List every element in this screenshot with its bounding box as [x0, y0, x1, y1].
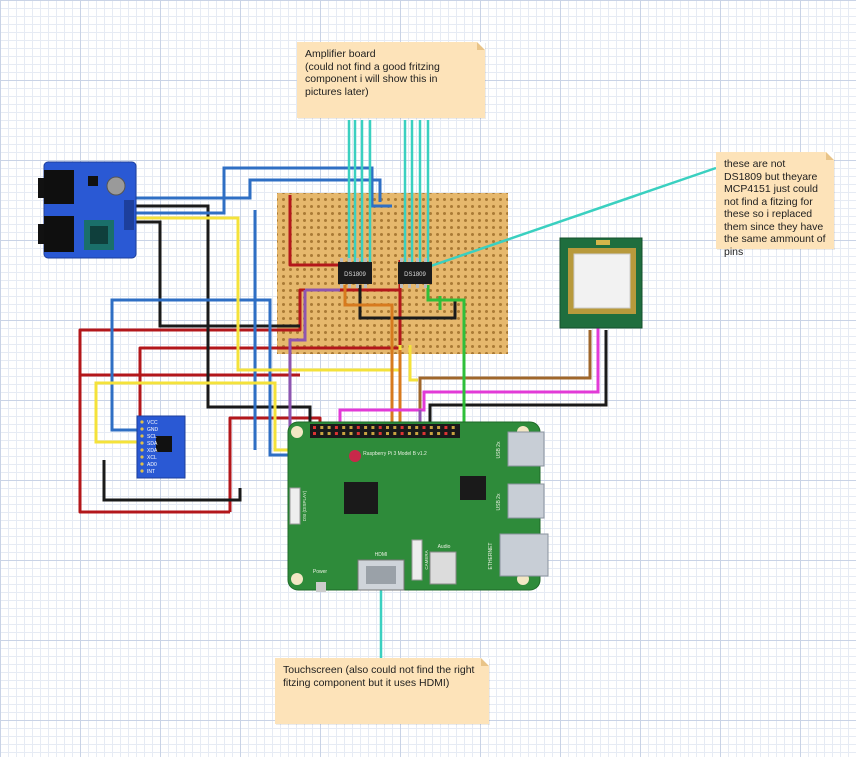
gpio-pin — [371, 432, 375, 435]
gpio-pin — [378, 426, 382, 429]
wires-green — [426, 285, 466, 430]
ethernet-label: ETHERNET — [488, 543, 494, 570]
gpio-pin — [407, 426, 411, 429]
gpio-pin — [334, 426, 338, 429]
gpio-pin — [342, 432, 346, 435]
imu-pin-int: INT — [147, 469, 155, 475]
imu-pin-dot — [140, 462, 144, 466]
imu-pin-scl: SCL — [147, 434, 157, 440]
hdmi-label: HDMI — [375, 552, 388, 558]
imu-pin-dot — [140, 455, 144, 459]
imu-pin-gnd: GND — [147, 427, 159, 433]
gpio-pin — [371, 426, 375, 429]
gpio-pin — [407, 432, 411, 435]
power-label: Power — [313, 569, 328, 575]
usb2-label: USB 2x — [496, 493, 502, 510]
gpio-pin — [429, 426, 433, 429]
gpio-pin — [415, 426, 419, 429]
imu-pin-dot — [140, 441, 144, 445]
gpio-pin — [451, 426, 455, 429]
imu-pin-sda: SDA — [147, 441, 158, 447]
imu-pin-dot — [140, 434, 144, 438]
audio-label: Audio — [438, 544, 451, 550]
imu-pin-dot — [140, 420, 144, 424]
gpio-pin — [400, 426, 404, 429]
gpio-pin — [437, 426, 441, 429]
imu-pin-dot — [140, 427, 144, 431]
note-touchscreen: Touchscreen (also could not find the rig… — [275, 658, 489, 724]
gpio-pin — [356, 432, 360, 435]
imu-pin-dot — [140, 448, 144, 452]
gpio-pin — [422, 432, 426, 435]
gpio-pin — [320, 426, 324, 429]
gpio-pin — [342, 426, 346, 429]
gpio-pin — [386, 432, 389, 435]
gpio-pin — [327, 426, 331, 429]
imu-pin-dot — [140, 469, 144, 473]
rpi-board-name: Raspberry Pi 3 Model B v1.2 — [363, 451, 427, 457]
gpio-pin — [349, 426, 353, 429]
gpio-pin — [393, 432, 397, 435]
gpio-pin — [313, 432, 316, 435]
note-amplifier: Amplifier board (could not find a good f… — [297, 42, 485, 118]
gpio-pin — [415, 432, 419, 435]
note-digipot: these are not DS1809 but theyare MCP4151… — [716, 152, 834, 258]
gps-module — [559, 237, 643, 329]
gpio-pin — [444, 426, 448, 429]
gpio-pin — [386, 426, 389, 429]
gpio-pin — [400, 432, 404, 435]
gpio-pin — [437, 432, 441, 435]
gpio-pin — [356, 426, 360, 429]
gpio-pin — [349, 432, 353, 435]
gpio-pin — [364, 432, 368, 435]
raspberry-pi-board: Raspberry Pi 3 Model B v1.2 USB 2x USB 2… — [287, 421, 549, 592]
chip-right: DS1809 — [398, 258, 432, 288]
gpio-pin — [320, 432, 324, 435]
wires-teal — [347, 120, 717, 660]
perfboard — [277, 193, 508, 354]
gpio-pin — [327, 432, 331, 435]
gpio-pin — [451, 432, 455, 435]
chip-left-label: DS1809 — [344, 272, 366, 278]
gpio-pin — [378, 432, 382, 435]
chip-right-label: DS1809 — [404, 272, 426, 278]
gpio-pin — [422, 426, 426, 429]
gpio-pin — [444, 432, 448, 435]
display-label: DSI (DISPLAY) — [302, 490, 307, 521]
imu-pin-ad0: AD0 — [147, 462, 157, 468]
gpio-header — [313, 426, 455, 435]
wires-black — [102, 204, 608, 502]
chip-left: DS1809 — [338, 258, 372, 288]
gpio-pin — [429, 432, 433, 435]
imu-pin-xda: XDA — [147, 448, 158, 454]
usb1-label: USB 2x — [496, 441, 502, 458]
imu-pin-vcc: VCC — [147, 420, 158, 426]
gpio-pin — [334, 432, 338, 435]
gpio-pin — [364, 426, 368, 429]
audio-jack-module — [38, 161, 137, 259]
gpio-pin — [313, 426, 316, 429]
wires-brown — [343, 285, 592, 430]
imu-pin-xcl: XCL — [147, 455, 157, 461]
camera-label: CAMERA — [424, 550, 429, 569]
gpio-pin — [393, 426, 397, 429]
